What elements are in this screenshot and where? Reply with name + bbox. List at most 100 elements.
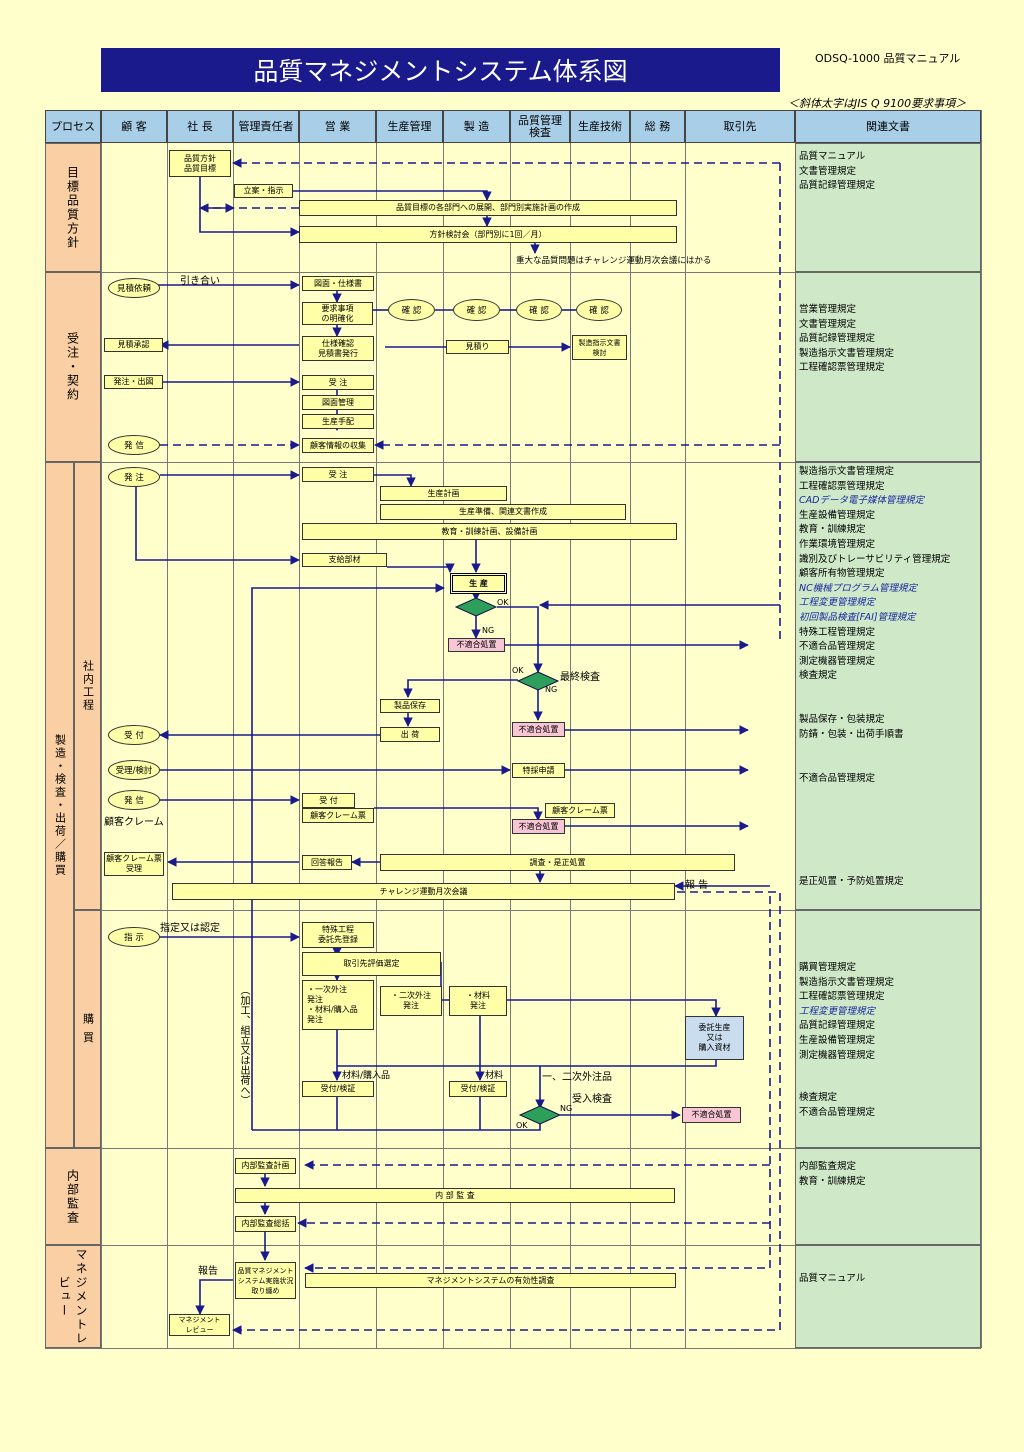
row-divider	[45, 462, 981, 463]
requirement-clarify-box: 要求事項 の明確化	[302, 302, 373, 325]
decision-diamonds	[454, 597, 562, 1125]
col-header-manufacturing: 製 造	[443, 110, 510, 143]
material-order-box: ・材料 発注	[449, 986, 507, 1016]
docs-review: 品質マニュアル	[795, 1245, 981, 1348]
receive-verify-box: 受付/検証	[302, 1081, 374, 1097]
secondary-outsource-box: ・二次外注 発注	[380, 986, 442, 1016]
audit-summary-box: 内部監査総括	[235, 1216, 296, 1232]
doc-item: 作業環境管理規定	[799, 538, 876, 550]
doc-item: 是正処置・予防処置規定	[799, 875, 904, 887]
order-drawing-box: 発注・出図	[104, 375, 163, 389]
inquiry-label: 引き合い	[180, 276, 220, 287]
nonconformity-box: 不適合処置	[512, 722, 565, 737]
doc-item: 教育・訓練規定	[799, 1175, 866, 1187]
process-mgmt-review: マネジメントレビュー	[45, 1245, 101, 1348]
process-manufacturing: 製造・検査・出荷／購買	[45, 462, 74, 1148]
quote-request-node: 見積依頼	[108, 278, 160, 298]
doc-item: 識別及びトレーサビリティ管理規定	[799, 553, 951, 565]
lane-divider	[167, 143, 168, 1348]
lane-divider	[101, 143, 102, 1348]
doc-item: NC機械プログラム管理規定	[799, 582, 917, 594]
claim-slip-box: 顧客クレーム票	[302, 808, 374, 823]
process-internal: 社内工程	[74, 462, 101, 910]
legend-note: ＜斜体太字はJIS Q 9100要求事項＞	[788, 97, 967, 110]
lane-divider	[510, 143, 511, 1348]
doc-item: 検査規定	[799, 670, 838, 682]
col-header-suppliers: 取引先	[685, 110, 795, 143]
doc-item: 工程変更管理規定	[799, 1005, 876, 1017]
lane-divider	[443, 143, 444, 1348]
production-box: 生 産	[450, 573, 507, 594]
designation-label: 指定又は認定	[160, 923, 220, 934]
row-divider	[74, 910, 795, 911]
policy-review-box: 方針検討会（部門別に1回／月）	[299, 226, 677, 243]
doc-item: 製品保存・包装規定	[799, 713, 885, 725]
ok-label: OK	[516, 1121, 528, 1130]
docs-audit: 内部監査規定 教育・訓練規定	[795, 1148, 981, 1245]
receive-box: 受 付	[302, 793, 355, 808]
docs-order: 営業管理規定 文書管理規定 品質記録管理規定 製造指示文書管理規定 工程確認票管…	[795, 272, 981, 462]
qms-summary-box: 品質マネジメント システム実施状況 取り纏め	[235, 1262, 296, 1299]
col-header-mgmt-rep: 管理責任者	[233, 110, 299, 143]
quote-approval-box: 見積承認	[104, 338, 163, 352]
doc-item: 製造指示文書管理規定	[799, 347, 895, 359]
doc-item: 品質マニュアル	[799, 1273, 866, 1284]
quality-policy-box: 品質方針 品質目標	[169, 150, 231, 177]
customer-claim-label: 顧客クレーム	[104, 817, 164, 828]
process-purchasing: 購 買	[74, 910, 101, 1148]
doc-item: 測定機器管理規定	[799, 1049, 876, 1061]
doc-item: 文書管理規定	[799, 318, 857, 330]
customer-info-box: 顧客情報の収集	[302, 438, 374, 453]
doc-item: 品質記録管理規定	[799, 1020, 876, 1032]
order-receive-box-2: 受 注	[302, 467, 374, 482]
materials-label: 材料/購入品	[342, 1071, 391, 1081]
col-header-prod-eng: 生産技術	[570, 110, 630, 143]
nonconformity-box: 不適合処置	[682, 1107, 741, 1123]
report-label: 報告	[198, 1266, 218, 1277]
document-id: ODSQ-1000 品質マニュアル	[815, 52, 961, 65]
doc-item: 内部監査規定	[799, 1161, 857, 1172]
doc-item: 工程確認票管理規定	[799, 991, 885, 1003]
plan-instruction-box: 立案・指示	[234, 184, 293, 198]
doc-item: 教育・訓練規定	[799, 524, 866, 536]
doc-item: 工程確認票管理規定	[799, 362, 885, 374]
send-node: 発 信	[108, 435, 160, 455]
confirm-node: 確 認	[576, 299, 622, 321]
send-node-2: 発 信	[108, 790, 160, 810]
col-header-related-docs: 関連文書	[795, 110, 981, 143]
row-divider	[45, 1245, 981, 1246]
docs-internal: 製造指示文書管理規定 工程確認票管理規定 CADデータ電子媒体管理規定 生産設備…	[795, 462, 981, 910]
receive-verify-box-2: 受付/検証	[449, 1081, 507, 1097]
col-header-process: プロセス	[45, 110, 101, 143]
ng-label: NG	[560, 1104, 573, 1113]
production-prep-box: 生産準備、関連文書作成	[380, 504, 626, 520]
production-arrange-box: 生産手配	[302, 414, 374, 429]
supplier-eval-box: 取引先評価選定	[302, 952, 441, 976]
order-node: 発 注	[108, 467, 160, 487]
confirm-node: 確 認	[388, 299, 435, 321]
accept-node: 受 付	[108, 725, 160, 745]
col-header-qa: 品質管理 検査	[510, 110, 570, 143]
doc-item: 生産設備管理規定	[799, 1034, 876, 1046]
doc-item: 品質記録管理規定	[799, 333, 876, 345]
ng-label: NG	[545, 685, 558, 694]
doc-item: 購買管理規定	[799, 962, 857, 973]
ng-label: NG	[482, 626, 495, 635]
production-plan-box: 生産計画	[380, 486, 507, 501]
doc-item: 営業管理規定	[799, 304, 857, 315]
lane-divider	[376, 143, 377, 1348]
doc-item: 不適合品管理規定	[799, 773, 876, 785]
doc-item: 工程変更管理規定	[799, 597, 876, 609]
report-label: 報 告	[685, 880, 709, 891]
deployment-box: 品質目標の各部門への展開、部門別実施計画の作成	[299, 200, 677, 216]
processing-note: （加工、組立又は出荷へ）	[238, 985, 249, 1105]
doc-item: 初回製品検査[FAI]管理規定	[799, 611, 916, 623]
docs-policy: 品質マニュアル 文書管理規定 品質記録管理規定	[795, 143, 981, 272]
ok-label: OK	[497, 598, 509, 607]
col-header-general-affairs: 総 務	[630, 110, 685, 143]
page-title: 品質マネジメントシステム体系図	[101, 48, 780, 92]
doc-item: 製造指示文書管理規定	[799, 976, 895, 988]
lane-divider	[233, 143, 234, 1348]
supplied-material-box: 支給部材	[302, 553, 387, 567]
doc-item: 品質記録管理規定	[799, 180, 876, 192]
